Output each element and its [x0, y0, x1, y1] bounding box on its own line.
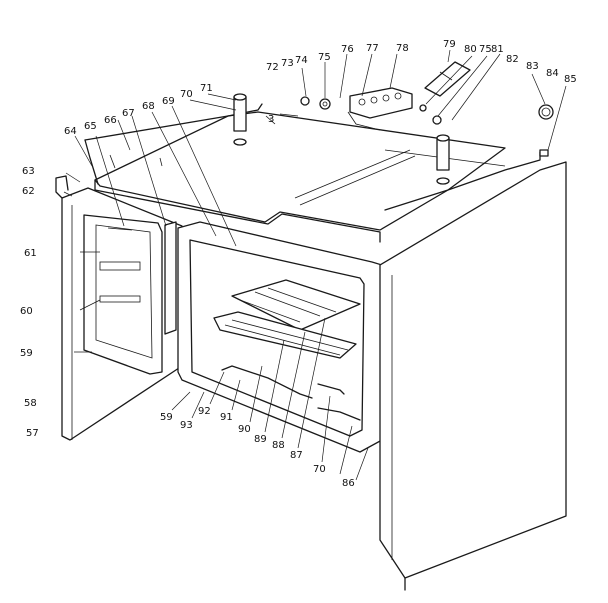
callout-59-left: 59 [20, 348, 33, 359]
callout-63: 63 [22, 166, 35, 177]
callout-75-right: 75 [479, 44, 492, 55]
callout-67: 67 [122, 108, 135, 119]
callout-59-bottom: 59 [160, 412, 173, 423]
callout-57: 57 [26, 428, 39, 439]
callout-labels: 63 62 64 65 66 67 68 69 70 71 72 73 74 7… [20, 39, 577, 489]
callout-82: 82 [506, 54, 519, 65]
callout-65: 65 [84, 121, 97, 132]
top-hardware [265, 96, 331, 125]
callout-81: 81 [491, 44, 504, 55]
callout-91: 91 [220, 412, 233, 423]
callout-69: 69 [162, 96, 175, 107]
clip-85 [539, 149, 549, 157]
callout-83: 83 [526, 61, 539, 72]
callout-64: 64 [64, 126, 77, 137]
small-fasteners [419, 104, 442, 125]
callout-61: 61 [24, 248, 37, 259]
callout-89: 89 [254, 434, 267, 445]
callout-74: 74 [295, 55, 308, 66]
oven-bottom-element [221, 365, 361, 421]
oven-rack-upper [231, 279, 361, 331]
callout-75-top: 75 [318, 52, 331, 63]
oven-rack-lower [213, 311, 357, 359]
callout-3: 3 [268, 114, 274, 125]
callout-84: 84 [546, 68, 559, 79]
left-inner-frame [83, 214, 163, 375]
callout-62: 62 [22, 186, 35, 197]
callout-87: 87 [290, 450, 303, 461]
callout-68: 68 [142, 101, 155, 112]
callout-85: 85 [564, 74, 577, 85]
callout-86: 86 [342, 478, 355, 489]
callout-72: 72 [266, 62, 279, 73]
terminal-block [347, 87, 413, 131]
callout-79: 79 [443, 39, 456, 50]
callout-70-bottom: 70 [313, 464, 326, 475]
callout-76: 76 [341, 44, 354, 55]
liner-67 [164, 221, 177, 335]
callout-77: 77 [366, 43, 379, 54]
callout-73: 73 [281, 58, 294, 69]
top-hinge-post-left [233, 93, 247, 146]
leader-lines [63, 49, 567, 481]
callout-78: 78 [396, 43, 409, 54]
callout-90: 90 [238, 424, 251, 435]
callout-70-top: 70 [180, 89, 193, 100]
callout-92: 92 [198, 406, 211, 417]
switch-part [424, 61, 471, 97]
callout-80: 80 [464, 44, 477, 55]
callout-60: 60 [20, 306, 33, 317]
callout-93: 93 [180, 420, 193, 431]
callout-66: 66 [104, 115, 117, 126]
top-hinge-post-right [436, 134, 450, 185]
callout-71: 71 [200, 83, 213, 94]
callout-58: 58 [24, 398, 37, 409]
ring-84 [538, 104, 554, 120]
callout-88: 88 [272, 440, 285, 451]
right-side-panel [379, 161, 567, 591]
